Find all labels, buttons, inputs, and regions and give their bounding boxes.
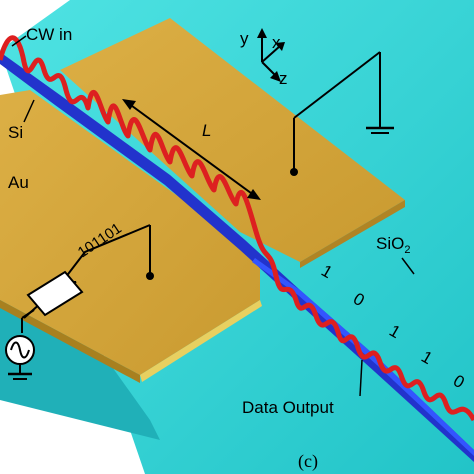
sio2-label: SiO2 (376, 234, 410, 256)
length-arrow (122, 99, 261, 200)
axis-label-z: z (279, 69, 288, 88)
gold-electrode-left-edge (0, 300, 140, 383)
si-label: Si (8, 123, 23, 142)
ground-icon (366, 126, 394, 134)
gold-electrode-left-rim (140, 300, 262, 382)
coordinate-axes (257, 28, 285, 82)
sio2-label-subscript: 2 (404, 244, 410, 256)
length-label: L (202, 121, 211, 140)
data-output-label: Data Output (242, 398, 334, 417)
gold-electrode-right (60, 18, 405, 262)
axis-label-x: x (272, 33, 281, 52)
input-signal-line (61, 224, 151, 283)
sio2-label-base: SiO (376, 234, 404, 253)
ground-connection (290, 51, 381, 176)
optical-wave (0, 35, 474, 422)
signal-generator (21, 270, 84, 333)
ac-source-icon (5, 335, 35, 380)
input-contact-dot (146, 272, 154, 280)
data-output-pointer (359, 359, 363, 397)
axis-label-y: y (240, 29, 249, 48)
au-label: Au (8, 173, 29, 192)
silicon-waveguide (0, 52, 474, 462)
cw-in-label: CW in (26, 25, 72, 44)
cw-in-pointer (11, 35, 27, 47)
gold-electrode-right-edge (300, 200, 405, 268)
figure-caption: (c) (298, 451, 318, 472)
sio2-pointer (401, 257, 415, 275)
si-pointer (23, 99, 35, 123)
